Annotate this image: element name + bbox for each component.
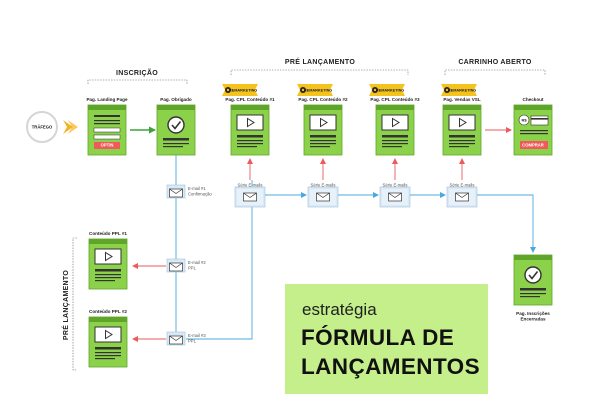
series-label-1: Série E-mails [238, 183, 263, 188]
email1-label-b: Confirmação [188, 192, 212, 197]
checkout-page-label: Checkout [523, 97, 544, 102]
traffic-chevron-icon-2 [68, 120, 78, 134]
traffic-label: TRÁFEGO [32, 125, 53, 130]
obrigado-page-label: Pag. Obrigado [160, 97, 192, 102]
remarketing-label-3: REMARKETING [376, 89, 404, 93]
traffic-chevron-icon [63, 120, 73, 134]
cpl3-page [376, 105, 414, 155]
title-card: estratégia FÓRMULA DE LANÇAMENTOS [285, 284, 488, 394]
series-envelope-icon-4 [446, 186, 478, 208]
section-pre-lancamento-side-bracket [72, 237, 77, 371]
cpl1-page-label: Pag. CPL Conteúdo #1 [225, 97, 275, 102]
checkout-page [513, 104, 553, 156]
series-label-2: Série E-mails [311, 183, 336, 188]
email1-label-a: E-mail #1 [188, 186, 206, 191]
vendas-page-label: Pag. Vendas VSL [443, 97, 480, 102]
optin-button-label: OPTIN [101, 143, 114, 148]
series-label-3: Série E-mails [383, 183, 408, 188]
envelope-icon-2 [166, 258, 186, 273]
traffic-circle [26, 111, 58, 143]
cpl2-page-label: Pag. CPL Conteúdo #2 [298, 97, 348, 102]
email3-to-series-line [186, 180, 253, 340]
section-pre-lancamento-bracket [230, 69, 409, 75]
section-pre-lancamento-label: PRÉ LANÇAMENTO [285, 57, 355, 66]
cpl3-page-label: Pag. CPL Conteúdo #3 [370, 97, 420, 102]
email2-label-b: PPL [188, 266, 197, 271]
landing-page [87, 104, 127, 156]
money-icon [518, 114, 530, 126]
landing-page-label: Pag. Landing Page [86, 97, 128, 102]
cpl1-page [231, 105, 269, 155]
section-carrinho-aberto-bracket [444, 69, 546, 75]
title-card-kicker: estratégia [302, 300, 377, 319]
series-envelope-icon-2 [307, 186, 339, 208]
series-envelope-icon-3 [379, 186, 411, 208]
series-envelope-icon-1 [234, 186, 266, 208]
cpl2-page [304, 105, 342, 155]
ppl1-page-label: Conteúdo PPL #1 [89, 231, 127, 236]
ppl2-page-label: Conteúdo PPL #2 [89, 309, 127, 314]
remarketing-label-4: REMARKETING [448, 89, 476, 93]
remarketing-label-1: REMARKETING [229, 89, 257, 93]
section-pre-lancamento-side-label: PRÉ LANÇAMENTO [61, 270, 70, 340]
check-icon [528, 271, 539, 280]
comprar-button-label: COMPRAR [522, 143, 544, 148]
email2-label-a: E-mail #2 [188, 260, 206, 265]
email3-label-b: PPL [188, 339, 197, 344]
vendas-page [443, 105, 481, 155]
envelope-icon-1 [166, 184, 186, 199]
arrow-series4-to-encerradas [477, 194, 536, 253]
encerradas-page-label-1: Pag. Inscrições [516, 311, 550, 316]
check-icon [171, 121, 182, 130]
section-inscricao-label: INSCRIÇÃO [116, 68, 158, 77]
section-inscricao-bracket [87, 79, 188, 84]
title-card-title-line1: FÓRMULA DE [301, 325, 455, 350]
checkout-price-label: R$ [521, 118, 527, 123]
envelope-icon-3 [166, 331, 186, 346]
obrigado-page [156, 104, 196, 156]
title-card-title-line2: LANÇAMENTOS [301, 354, 480, 379]
encerradas-page [513, 254, 553, 306]
encerradas-page-label-2: Encerradas [520, 317, 545, 322]
section-carrinho-aberto-label: CARRINHO ABERTO [458, 59, 532, 66]
series-label-4: Série E-mails [450, 183, 475, 188]
ppl2-page [89, 317, 127, 367]
remarketing-label-2: REMARKETING [304, 89, 332, 93]
email3-label-a: E-mail #3 [188, 333, 206, 338]
ppl1-page [89, 239, 127, 289]
